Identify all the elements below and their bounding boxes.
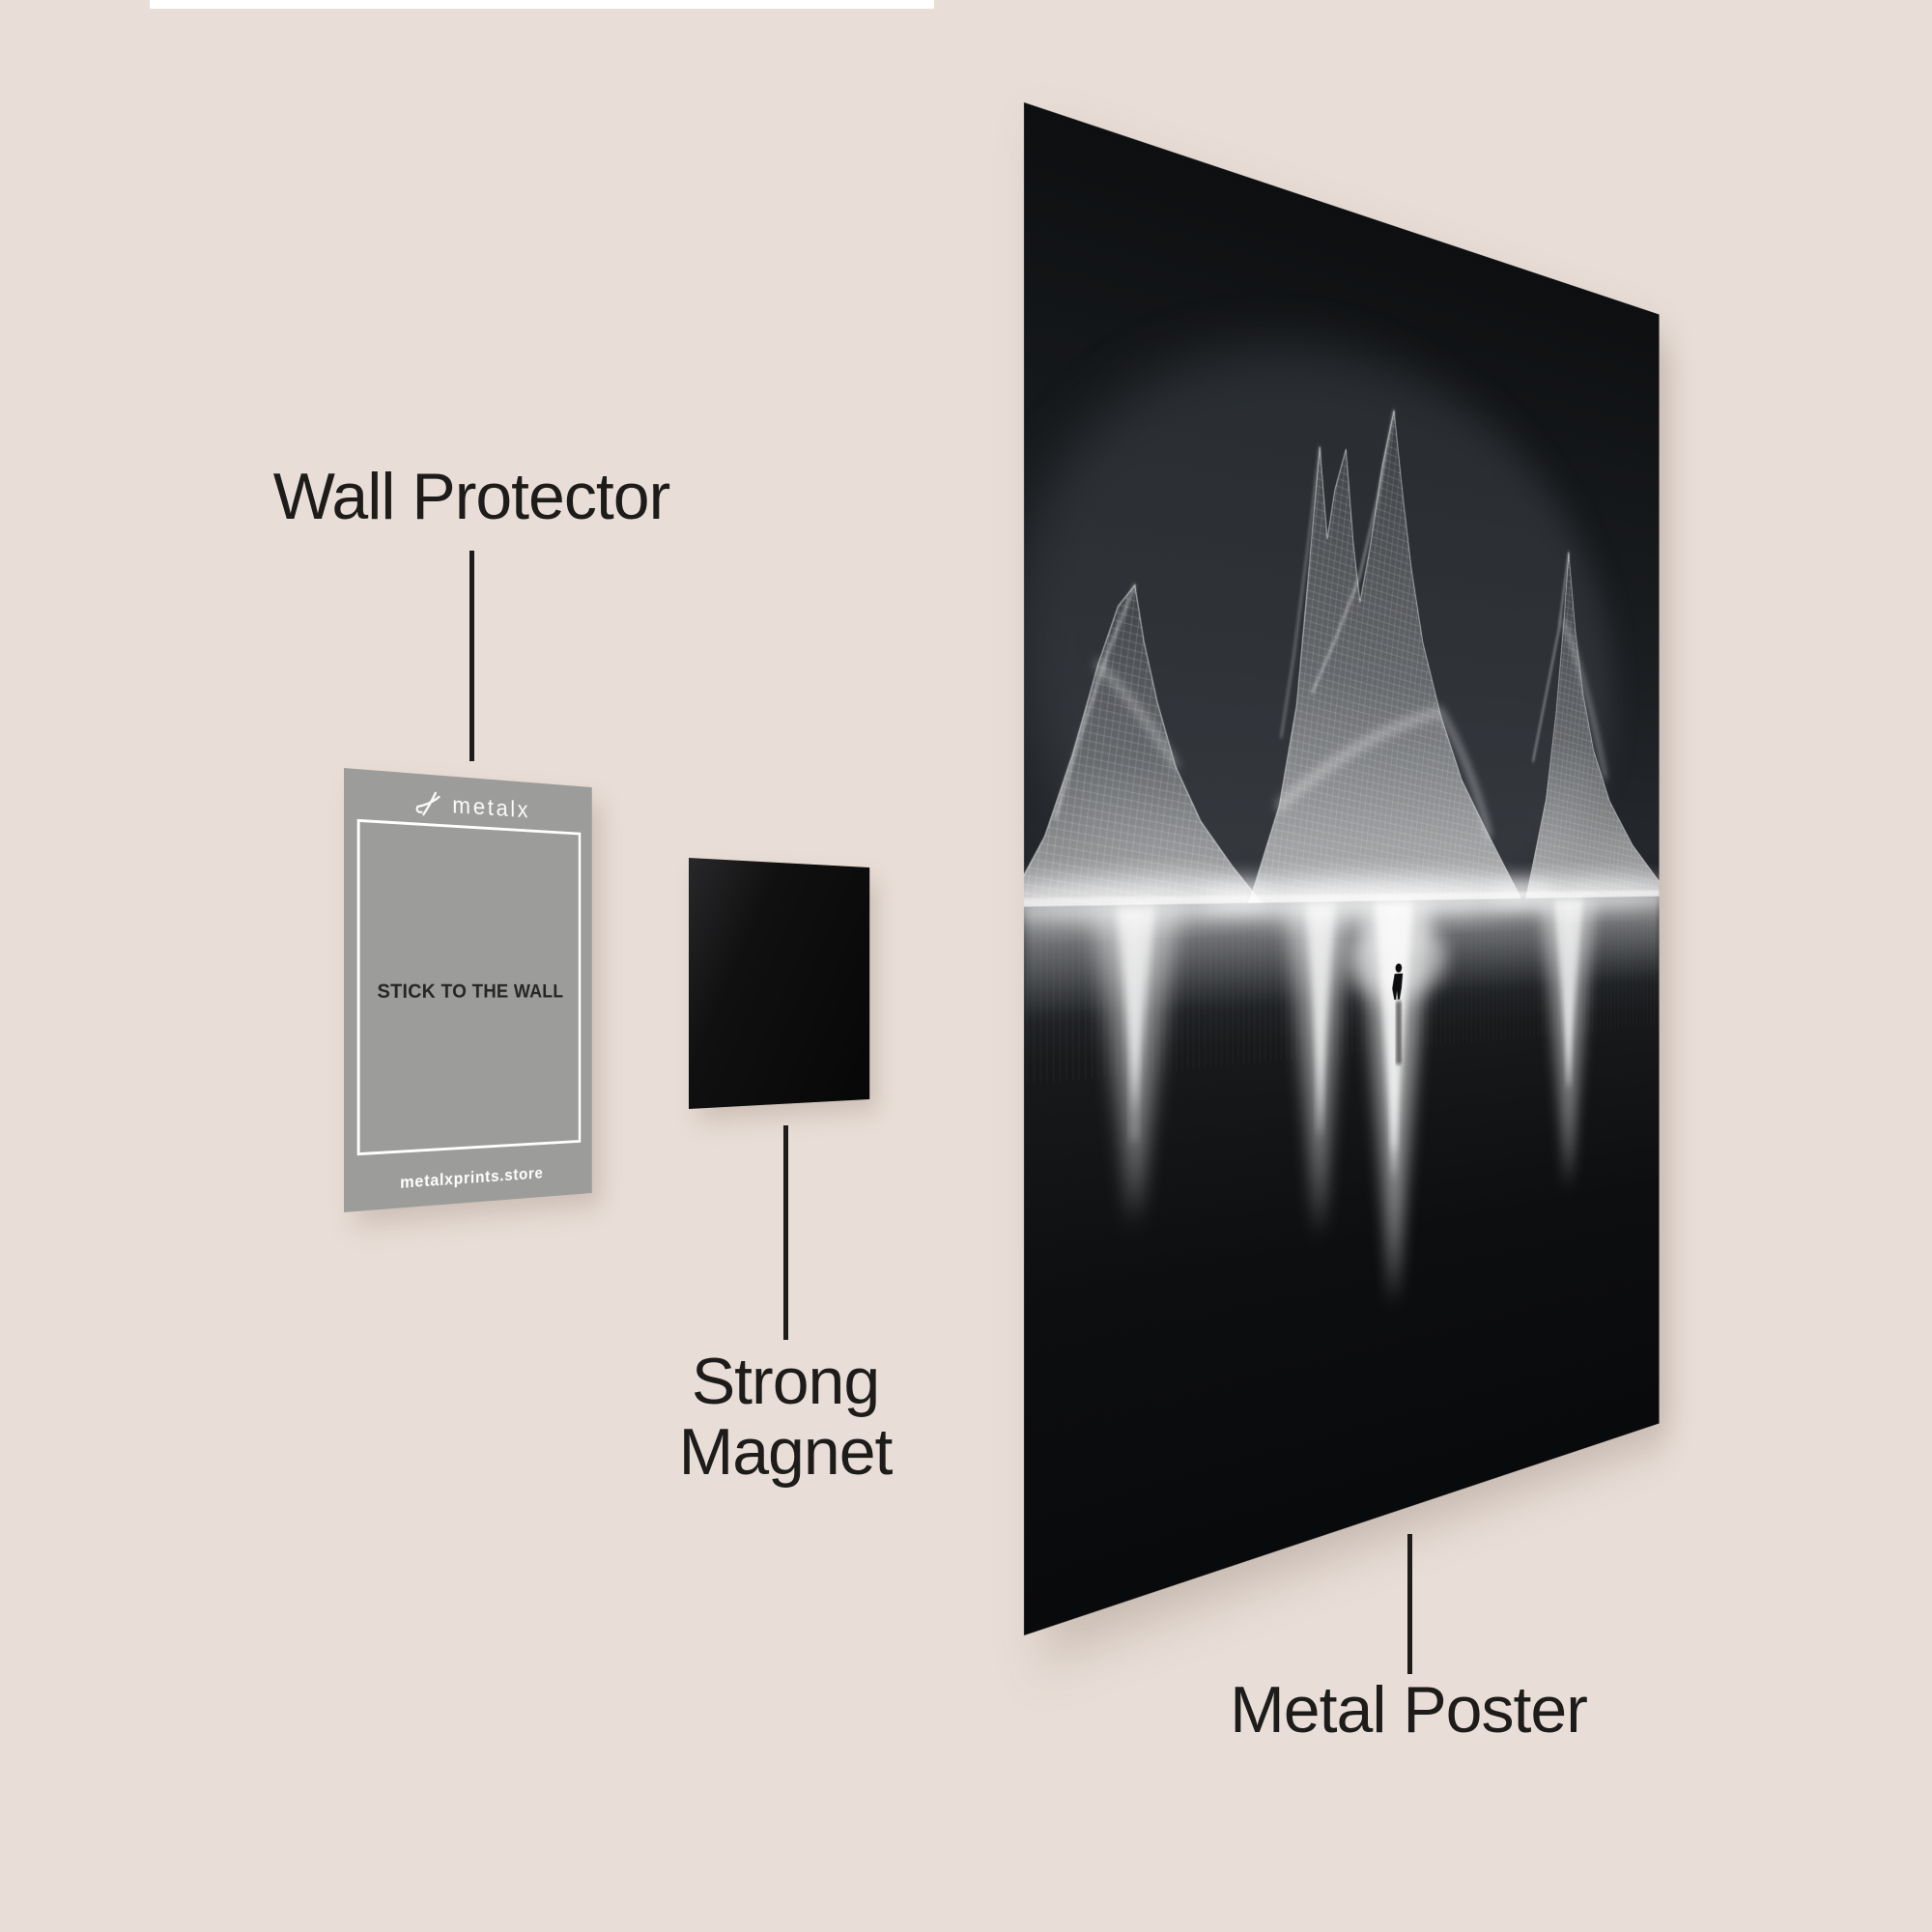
- strong-magnet-leader-line: [783, 1125, 788, 1340]
- card-instruction-text: STICK TO THE WALL: [344, 980, 592, 1004]
- card-website-text: metalxprints.store: [344, 1160, 592, 1197]
- wall-protector-leader-line: [469, 551, 474, 761]
- poster-artwork-wireframe-mountains: [1024, 102, 1660, 1635]
- strong-magnet-label-line1: Strong: [544, 1347, 1027, 1417]
- metal-poster-leader-line: [1407, 1534, 1412, 1674]
- strong-magnet-label-line2: Magnet: [544, 1417, 1027, 1488]
- brand-name: metalx: [452, 792, 530, 824]
- wall-protector-label: Wall Protector: [182, 462, 761, 532]
- metal-poster: [1024, 102, 1660, 1635]
- strong-magnet-label: Strong Magnet: [544, 1347, 1027, 1488]
- metalx-logo-icon: [414, 788, 444, 818]
- strong-magnet: [689, 858, 869, 1109]
- wall-protector-card: metalx STICK TO THE WALL metalxprints.st…: [344, 768, 592, 1212]
- metal-poster-label: Metal Poster: [1119, 1675, 1698, 1746]
- top-white-strip: [150, 0, 934, 9]
